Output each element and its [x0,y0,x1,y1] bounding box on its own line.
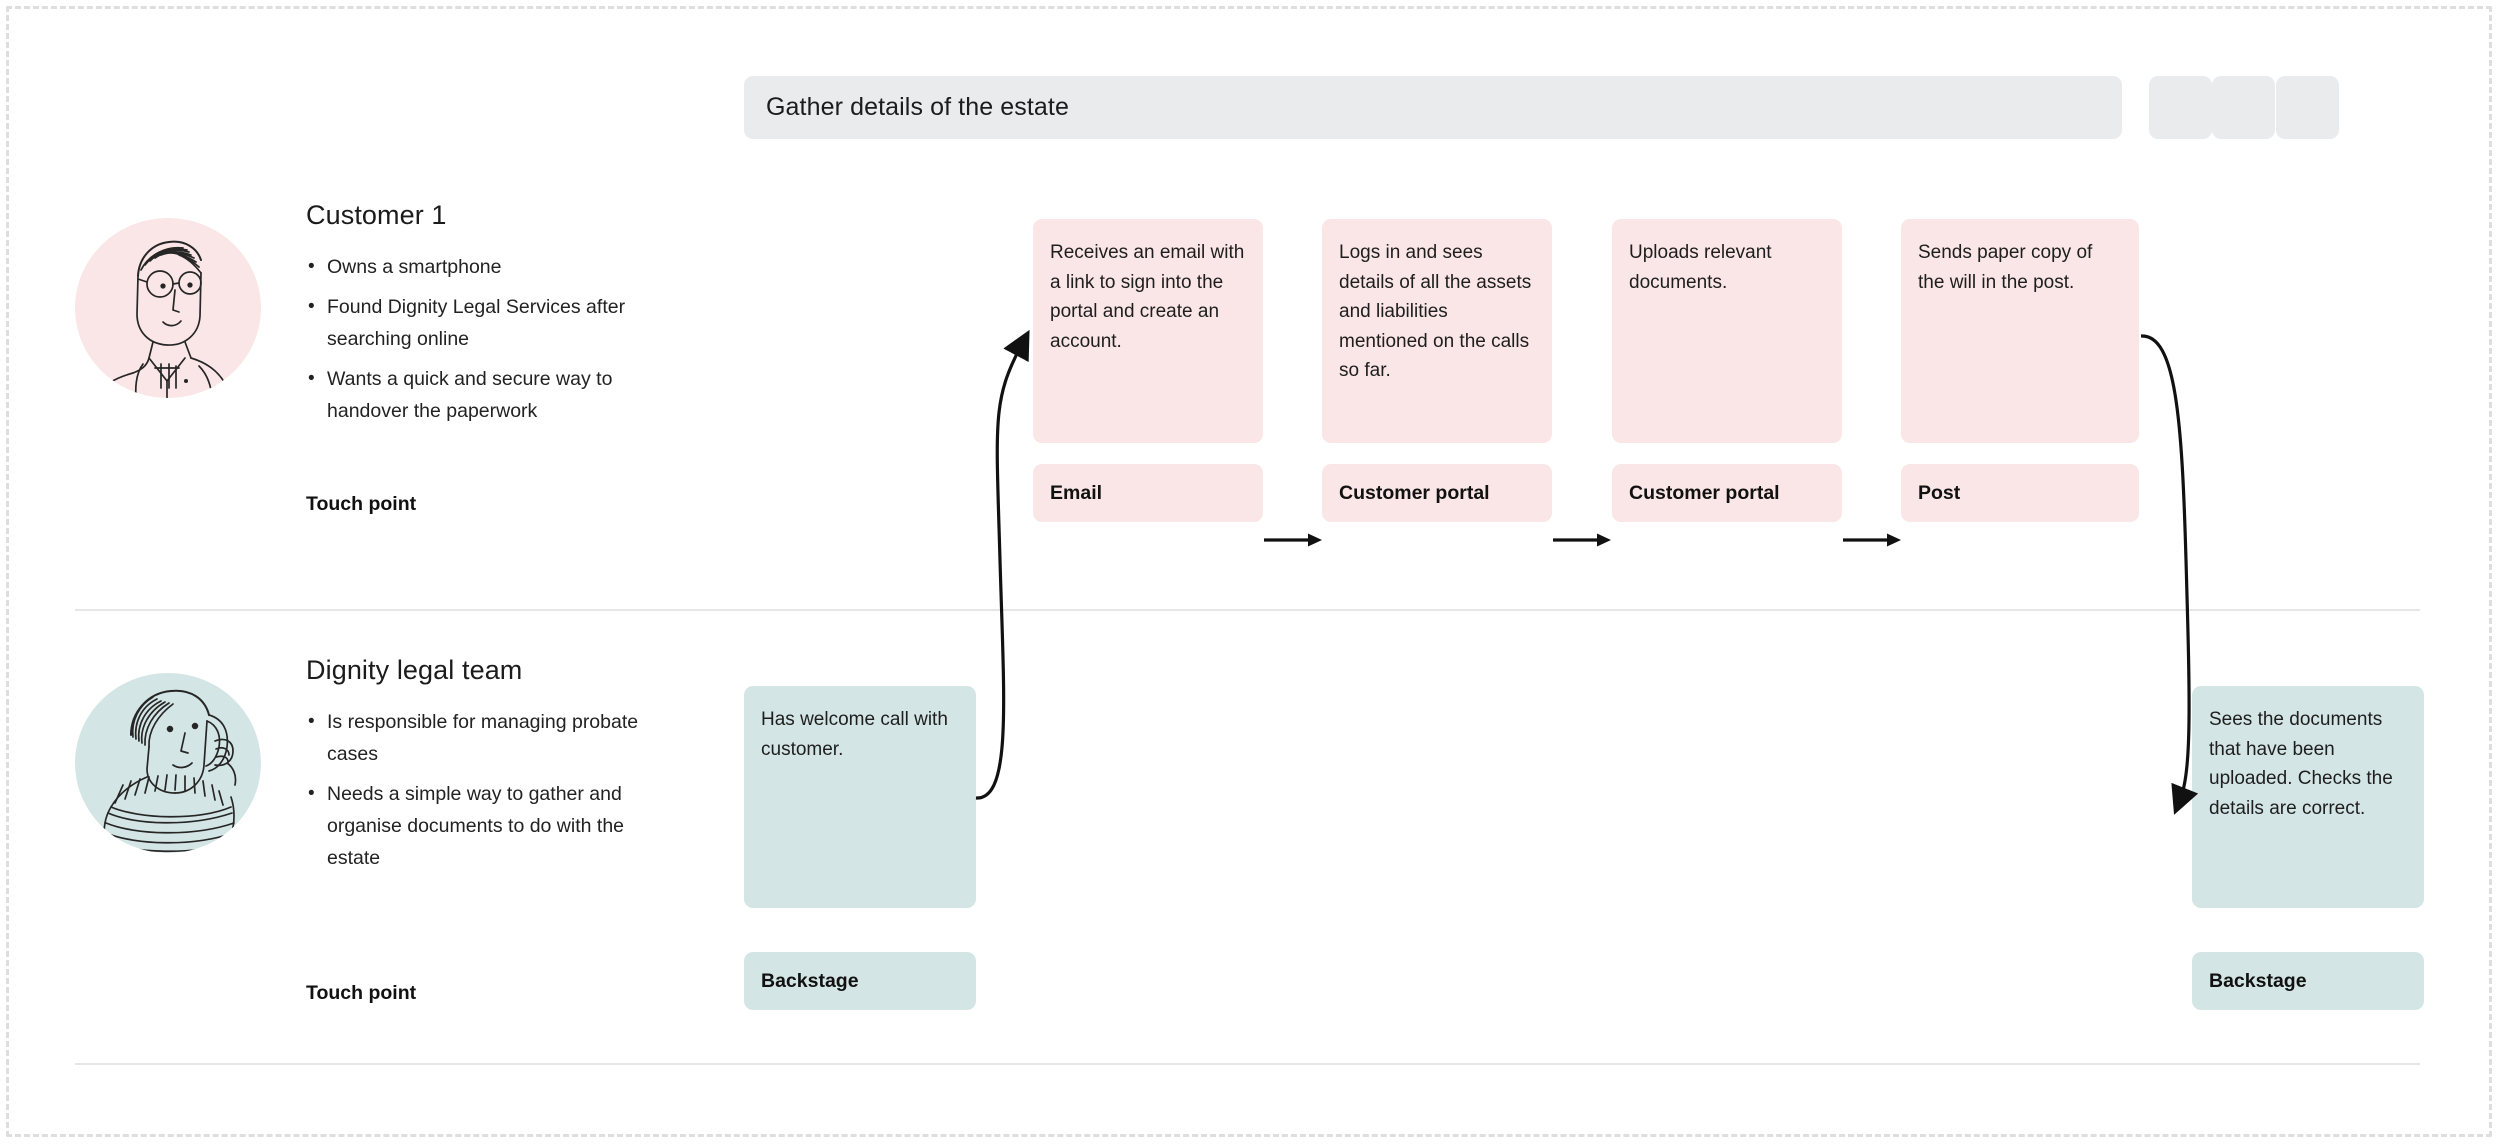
touchpoint-chip[interactable]: Email [1033,464,1263,522]
touchpoint-heading-legal-team: Touch point [306,982,417,1004]
persona-bullet: Needs a simple way to gather and organis… [306,778,676,874]
phase-title: Gather details of the estate [766,93,1069,121]
touchpoint-chip[interactable]: Post [1901,464,2139,522]
canvas-dashed-frame [6,6,2492,1137]
phase-header-bar[interactable]: Gather details of the estate [744,76,2122,139]
phase-placeholder-2[interactable] [2212,76,2275,139]
lane-customer: Customer 1 Owns a smartphone Found Digni… [0,200,2500,590]
persona-customer-name: Customer 1 [306,200,447,230]
persona-bullet: Is responsible for managing probate case… [306,706,676,770]
step-card[interactable]: Sends paper copy of the will in the post… [1901,219,2139,443]
persona-customer: Customer 1 Owns a smartphone Found Digni… [75,200,715,590]
step-card[interactable]: Logs in and sees details of all the asse… [1322,219,1552,443]
persona-bullet: Wants a quick and secure way to handover… [306,363,676,427]
persona-legal-team: Dignity legal team Is responsible for ma… [75,655,715,1055]
step-card[interactable]: Uploads relevant documents. [1612,219,1842,443]
persona-legal-team-text: Dignity legal team Is responsible for ma… [306,655,676,882]
touchpoint-chip[interactable]: Backstage [2192,952,2424,1010]
touchpoint-chip[interactable]: Customer portal [1322,464,1552,522]
lane-legal-team: Dignity legal team Is responsible for ma… [0,655,2500,1055]
touchpoint-chip[interactable]: Backstage [744,952,976,1010]
touchpoint-chip[interactable]: Customer portal [1612,464,1842,522]
person-with-glasses-avatar [75,218,261,398]
persona-bullet: Found Dignity Legal Services after searc… [306,291,676,355]
arrow-right-icon [1264,532,1322,548]
arrow-right-icon [1553,532,1611,548]
touchpoint-heading-customer: Touch point [306,493,417,515]
step-card[interactable]: Sees the documents that have been upload… [2192,686,2424,908]
step-card[interactable]: Receives an email with a link to sign in… [1033,219,1263,443]
person-on-phone-call-avatar [75,673,261,853]
phase-placeholder-3[interactable] [2276,76,2339,139]
persona-customer-bullets: Owns a smartphone Found Dignity Legal Se… [306,251,676,427]
lane-divider [75,1063,2420,1065]
step-card[interactable]: Has welcome call with customer. [744,686,976,908]
persona-legal-team-bullets: Is responsible for managing probate case… [306,706,676,874]
persona-customer-text: Customer 1 Owns a smartphone Found Digni… [306,200,676,435]
arrow-right-icon [1843,532,1901,548]
lane-divider [75,609,2420,611]
persona-bullet: Owns a smartphone [306,251,676,283]
phase-placeholder-1[interactable] [2149,76,2212,139]
persona-legal-team-name: Dignity legal team [306,655,523,685]
